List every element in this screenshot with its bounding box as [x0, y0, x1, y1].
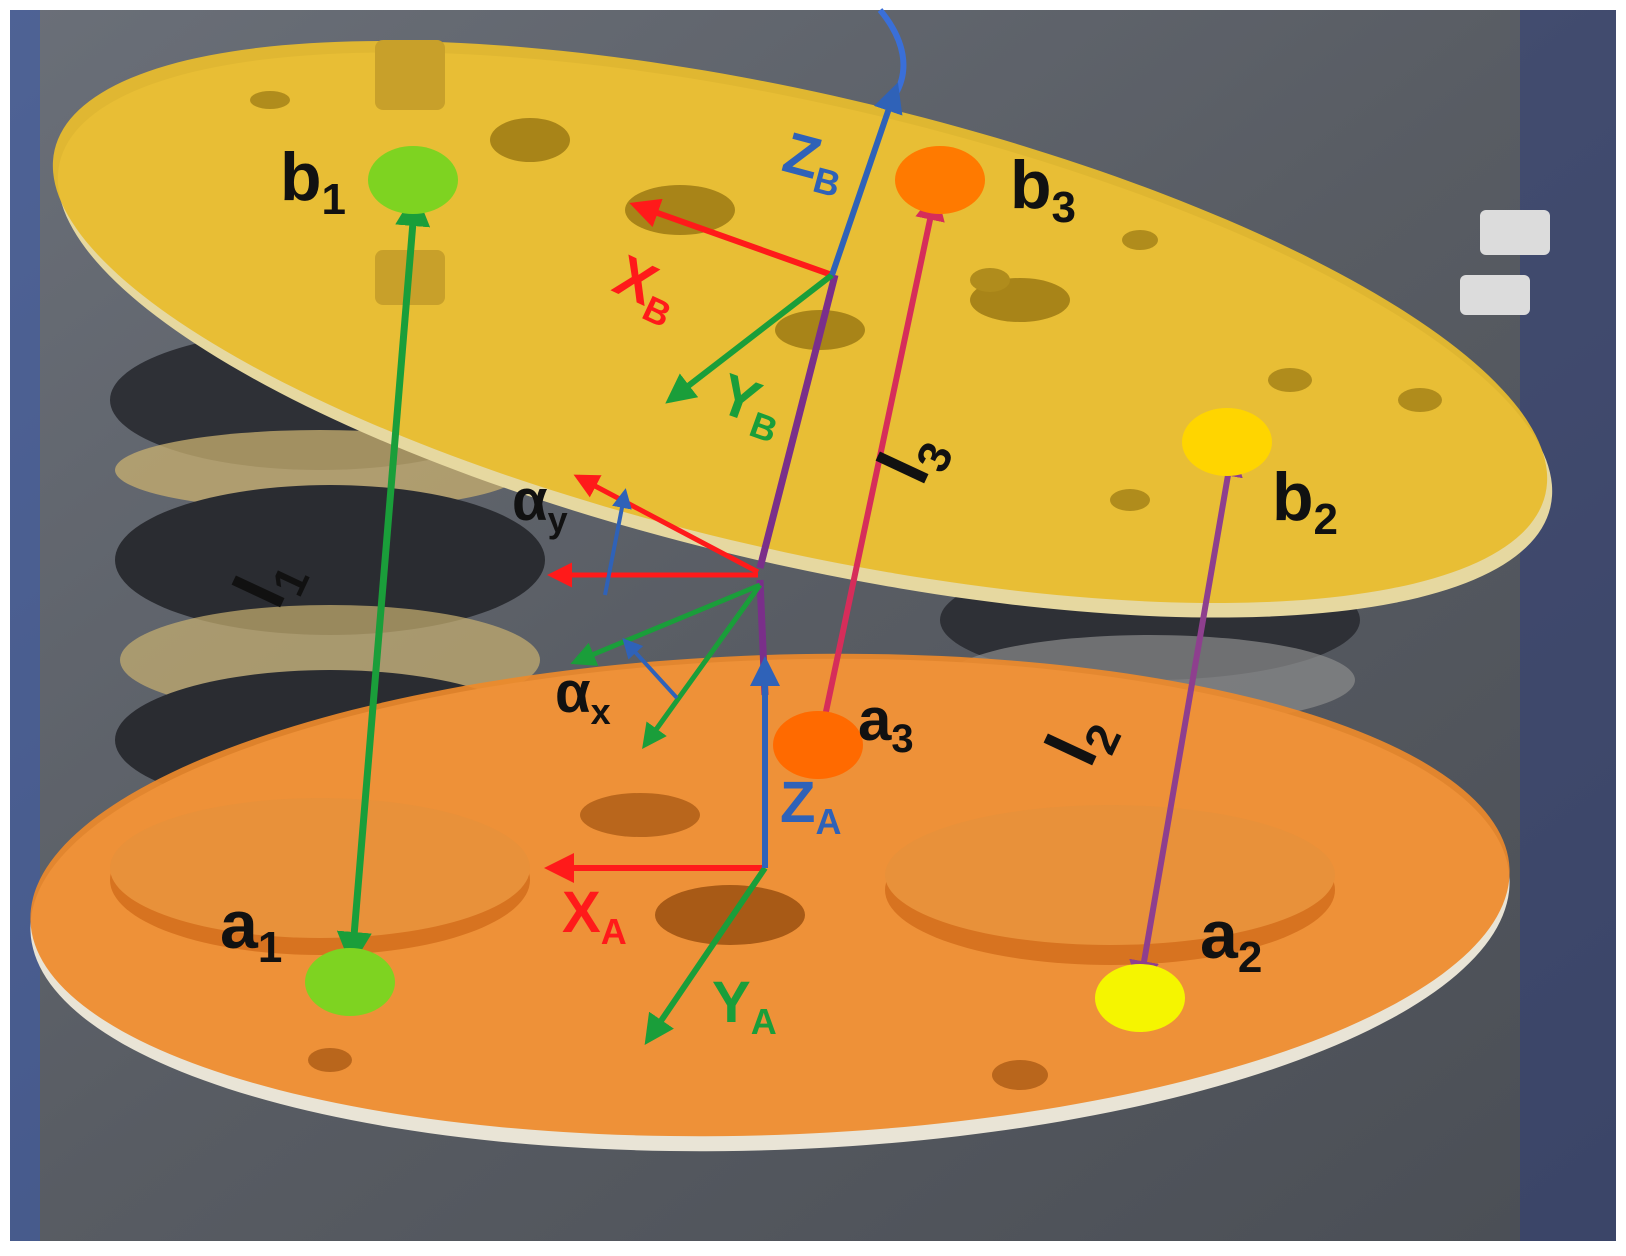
label-alpha-x: αx [555, 660, 611, 732]
photo-left-edge [10, 10, 40, 1241]
frame-b-z-axis [829, 82, 903, 276]
label-frame-a-y: YA [712, 970, 777, 1042]
label-a2: a2 [1200, 897, 1262, 982]
frame-b-x-axis [629, 198, 834, 278]
point-a1-marker [305, 948, 395, 1016]
point-b3-marker [895, 146, 985, 214]
point-a3-marker [773, 711, 863, 779]
photo-right-edge [1520, 10, 1616, 1241]
label-b1: b1 [280, 139, 346, 224]
point-a2-marker [1095, 964, 1185, 1032]
rotation-angles-construction [547, 474, 763, 750]
label-alpha-y: αy [512, 468, 568, 540]
leg-l1-arrow [336, 191, 431, 967]
label-a1: a1 [220, 887, 282, 972]
label-frame-a-x: XA [562, 880, 627, 952]
frame-a-y-axis [644, 866, 768, 1045]
label-frame-a-z: ZA [780, 770, 841, 842]
point-b1-marker [368, 146, 458, 214]
label-b3: b3 [1010, 147, 1076, 232]
label-b2: b2 [1272, 459, 1338, 544]
point-b2-marker [1182, 408, 1272, 476]
bolt-lower [1460, 275, 1530, 315]
frame-b-y-axis [665, 272, 834, 404]
leg-l2-arrow [1129, 446, 1243, 991]
label-a3: a3 [858, 686, 914, 761]
leg-l3-arrow [810, 190, 945, 746]
bolt-upper [1480, 210, 1550, 255]
